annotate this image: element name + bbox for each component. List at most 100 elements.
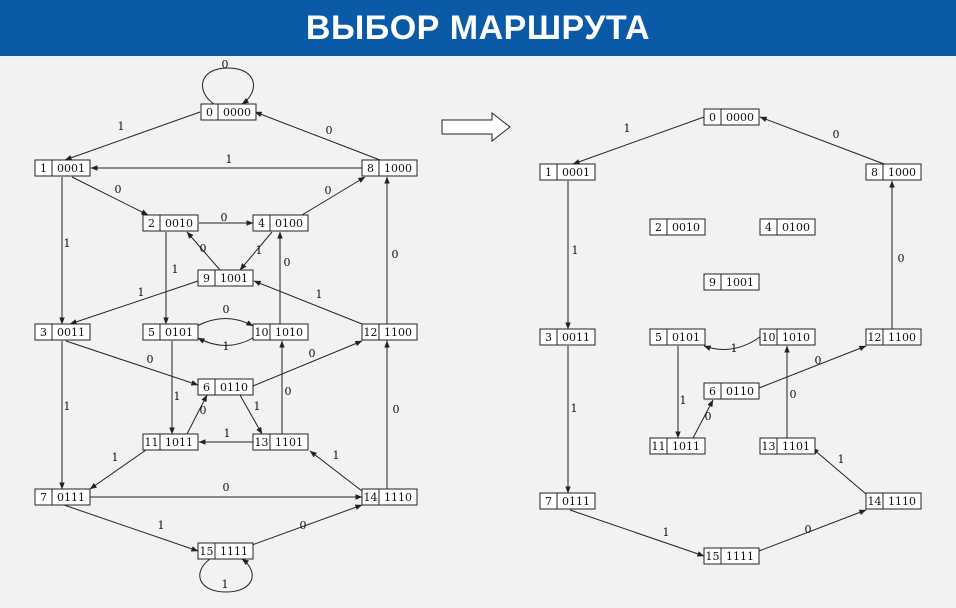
left-edge-10-to-4: 0 bbox=[277, 231, 291, 324]
left-state-node-6: 6 0110 bbox=[197, 378, 254, 396]
node-box bbox=[200, 103, 257, 121]
left-edge-3-to-6: 0 bbox=[65, 340, 199, 386]
right-edge-8-to-0: 0 bbox=[759, 116, 885, 165]
node-box bbox=[649, 328, 706, 346]
node-box bbox=[252, 433, 309, 451]
edge-label: 0 bbox=[221, 211, 228, 224]
edge-label: 0 bbox=[393, 403, 400, 416]
edge-label: 1 bbox=[158, 519, 165, 532]
node-id: 1 bbox=[545, 166, 552, 179]
left-edge-5-to-11: 1 bbox=[169, 341, 181, 435]
node-code: 1110 bbox=[384, 491, 412, 504]
node-id: 9 bbox=[203, 272, 210, 285]
edge-label: 0 bbox=[284, 256, 291, 269]
node-box bbox=[539, 328, 596, 346]
edge-label: 0 bbox=[200, 404, 207, 417]
edge-line bbox=[758, 345, 867, 389]
edge-label: 0 bbox=[392, 248, 399, 261]
node-id: 12 bbox=[364, 326, 378, 339]
node-box bbox=[197, 378, 254, 396]
node-id: 5 bbox=[655, 331, 662, 344]
edge-line bbox=[186, 231, 221, 271]
node-id: 0 bbox=[709, 111, 716, 124]
node-id: 9 bbox=[709, 276, 716, 289]
node-box bbox=[361, 488, 418, 506]
node-id: 4 bbox=[765, 221, 772, 234]
left-edge-0-to-1: 1 bbox=[64, 111, 201, 161]
edge-line bbox=[703, 336, 761, 351]
edge-line bbox=[253, 280, 363, 325]
edge-label: 1 bbox=[138, 286, 145, 299]
node-id: 11 bbox=[145, 436, 159, 449]
node-box bbox=[703, 547, 760, 565]
node-box bbox=[703, 273, 760, 291]
node-code: 1011 bbox=[672, 440, 700, 453]
node-id: 6 bbox=[709, 385, 716, 398]
left-edge-15-to-14: 0 bbox=[251, 504, 363, 546]
node-code: 1101 bbox=[782, 440, 810, 453]
node-code: 0110 bbox=[726, 385, 754, 398]
node-code: 0110 bbox=[220, 381, 248, 394]
edge-label: 1 bbox=[333, 449, 340, 462]
edge-line bbox=[63, 504, 199, 552]
right-edge-14-to-13: 1 bbox=[811, 447, 867, 495]
edge-line bbox=[239, 394, 263, 435]
transition-arrow-icon bbox=[441, 111, 511, 143]
right-edge-13-to-10: 0 bbox=[784, 345, 797, 438]
node-box bbox=[142, 214, 199, 232]
left-edge-4-to-9: 1 bbox=[239, 231, 273, 271]
node-code: 0001 bbox=[57, 162, 85, 175]
left-edge-11-to-6: 0 bbox=[186, 394, 208, 435]
node-code: 1100 bbox=[384, 326, 412, 339]
edge-line bbox=[758, 509, 867, 552]
edge-label: 1 bbox=[680, 394, 687, 407]
right-edge-10-to-5: 1 bbox=[703, 336, 761, 355]
edge-label: 1 bbox=[731, 342, 738, 355]
node-id: 2 bbox=[655, 221, 662, 234]
edge-label: 0 bbox=[325, 184, 332, 197]
edge-line bbox=[89, 449, 147, 490]
page-title: ВЫБОР МАРШРУТА bbox=[305, 8, 651, 47]
right-edge-15-to-14: 0 bbox=[758, 509, 867, 552]
edge-line bbox=[692, 399, 714, 439]
edge-line bbox=[202, 67, 254, 105]
node-code: 0000 bbox=[726, 111, 754, 124]
edge-label: 0 bbox=[790, 388, 797, 401]
node-box bbox=[759, 328, 816, 346]
left-edge-14-to-12: 0 bbox=[384, 340, 400, 489]
node-id: 10 bbox=[762, 331, 776, 344]
node-id: 12 bbox=[868, 331, 882, 344]
node-id: 10 bbox=[255, 326, 269, 339]
node-id: 6 bbox=[203, 381, 210, 394]
left-edge-1-to-2: 0 bbox=[71, 176, 149, 216]
edge-label: 1 bbox=[223, 340, 230, 353]
left-edge-3-to-7: 1 bbox=[59, 341, 71, 490]
node-id: 2 bbox=[148, 217, 155, 230]
left-edge-8-to-0: 0 bbox=[254, 111, 381, 161]
node-code: 1010 bbox=[275, 326, 303, 339]
edge-label: 1 bbox=[112, 451, 119, 464]
edge-label: 0 bbox=[115, 183, 122, 196]
node-box bbox=[703, 108, 760, 126]
header-bar: ВЫБОР МАРШРУТА bbox=[0, 0, 956, 56]
edge-label: 0 bbox=[326, 124, 333, 137]
edge-line bbox=[186, 394, 208, 435]
node-id: 0 bbox=[206, 106, 213, 119]
left-edge-12-to-9: 1 bbox=[253, 280, 363, 325]
node-code: 0101 bbox=[672, 331, 700, 344]
left-edge-4-to-8: 0 bbox=[301, 176, 366, 216]
edge-label: 1 bbox=[256, 244, 263, 257]
left-edge-2-to-5: 1 bbox=[163, 232, 179, 325]
